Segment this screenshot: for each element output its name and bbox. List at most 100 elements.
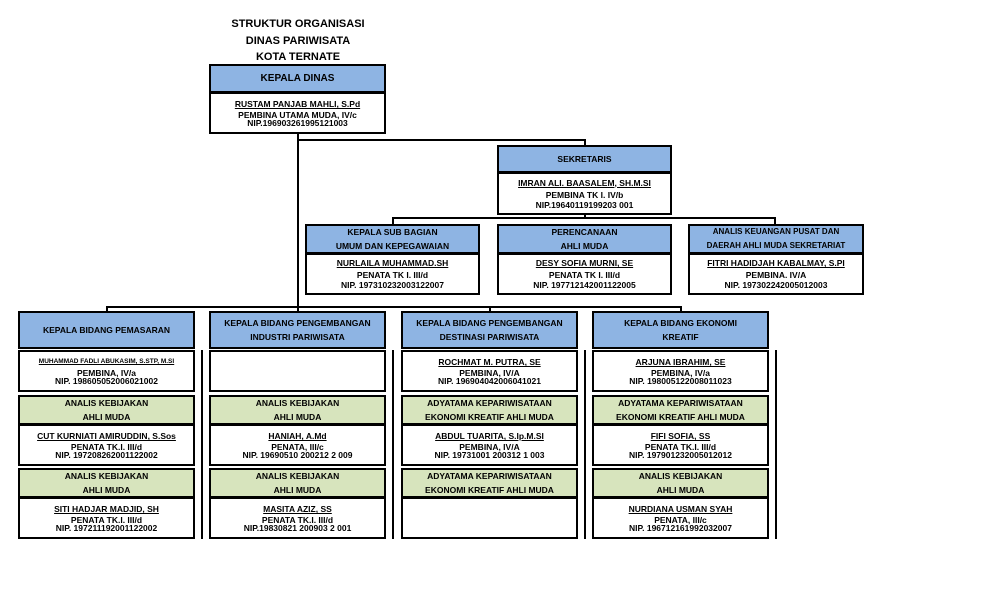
- kepala-dinas-rank: PEMBINA UTAMA MUDA, IV/c: [238, 110, 357, 120]
- bidang-ekonomi-title-1: KEPALA BIDANG EKONOMI: [624, 318, 737, 328]
- bidang-ekonomi-staff-1-name: FIFI SOFIA, SS: [650, 431, 711, 441]
- bidang-destinasi-staff-1-name: ABDUL TUARITA, S.Ip.M.SI: [435, 431, 544, 441]
- bidang-destinasi-fungsional-2-title-1: ADYATAMA KEPARIWISATAAN: [427, 471, 552, 481]
- bidang-industri-head-card: [209, 350, 386, 392]
- subbag-umum-card: NURLAILA MUHAMMAD.SH PENATA TK I. III/d …: [305, 253, 480, 295]
- bidang-ekonomi-fungsional-2: ANALIS KEBIJAKAN AHLI MUDA: [592, 468, 769, 498]
- bidang-pemasaran-fungsional-2-title-1: ANALIS KEBIJAKAN: [64, 471, 149, 481]
- subbag-umum-title-1: KEPALA SUB BAGIAN: [347, 227, 438, 237]
- bidang-pemasaran-staff-1-nip: NIP. 197208262001122002: [55, 450, 158, 460]
- bidang-pemasaran-staff-1: CUT KURNIATI AMIRUDDIN, S.Sos PENATA TK.…: [18, 424, 195, 466]
- bidang-industri-staff-1-rank: PENATA, III/c: [271, 442, 324, 452]
- bidang-ekonomi-staff-2-nip: NIP. 196712161992032007: [629, 523, 732, 533]
- bidang-ekonomi-title-2: KREATIF: [662, 332, 699, 342]
- connector-main-vertical: [297, 133, 299, 308]
- bidang-destinasi-head-nip: NIP. 196904042006041021: [438, 376, 541, 386]
- sekretaris-name: IMRAN ALI. BAASALEM, SH.M.SI: [518, 177, 651, 188]
- analis-keuangan-title-2: DAERAH AHLI MUDA SEKRETARIAT: [706, 241, 846, 250]
- connector-bidang-2: [297, 306, 299, 312]
- bidang-ekonomi-staff-1: FIFI SOFIA, SS PENATA TK.I. III/d NIP. 1…: [592, 424, 769, 466]
- sekretaris-header: SEKRETARIS: [497, 145, 672, 173]
- bracket-col-3: [584, 350, 586, 539]
- bidang-ekonomi-fungsional-2-title-1: ANALIS KEBIJAKAN: [638, 471, 723, 481]
- bidang-ekonomi-staff-2-rank: PENATA, III/c: [654, 515, 707, 525]
- bidang-pemasaran-fungsional-1: ANALIS KEBIJAKAN AHLI MUDA: [18, 395, 195, 425]
- bidang-pemasaran-staff-2: SITI HADJAR MADJID, SH PENATA TK.I. III/…: [18, 497, 195, 539]
- sekretaris-title: SEKRETARIS: [557, 154, 612, 164]
- connector-to-sekretaris: [297, 139, 585, 141]
- bidang-industri-title-1: KEPALA BIDANG PENGEMBANGAN: [224, 318, 371, 328]
- analis-keuangan-nip: NIP. 197302242005012003: [724, 280, 828, 290]
- bidang-ekonomi-fungsional-1-title-2: EKONOMI KREATIF AHLI MUDA: [616, 412, 745, 422]
- bidang-industri-title-2: INDUSTRI PARIWISATA: [250, 332, 345, 342]
- bidang-destinasi-staff-1-rank: PEMBINA, IV/A: [459, 442, 520, 452]
- bidang-pemasaran-fungsional-1-title-2: AHLI MUDA: [82, 412, 131, 422]
- connector-subbag-3: [774, 217, 776, 225]
- bidang-ekonomi-head-card: ARJUNA IBRAHIM, SE PEMBINA, IV/a NIP. 19…: [592, 350, 769, 392]
- bidang-ekonomi-staff-1-rank: PENATA TK.I. III/d: [644, 442, 717, 452]
- analis-keuangan-name: FITRI HADIDJAH KABALMAY, S.PI: [707, 258, 845, 268]
- bidang-industri-header: KEPALA BIDANG PENGEMBANGAN INDUSTRI PARI…: [209, 311, 386, 349]
- bidang-destinasi-head-rank: PEMBINA, IV/A: [459, 368, 520, 378]
- bidang-pemasaran-staff-1-name: CUT KURNIATI AMIRUDDIN, S.Sos: [37, 431, 176, 441]
- bidang-ekonomi-staff-2: NURDIANA USMAN SYAH PENATA, III/c NIP. 1…: [592, 497, 769, 539]
- bidang-industri-fungsional-2: ANALIS KEBIJAKAN AHLI MUDA: [209, 468, 386, 498]
- kepala-dinas-name: RUSTAM PANJAB MAHLI, S.Pd: [234, 99, 361, 109]
- bidang-industri-staff-1: HANIAH, A.Md PENATA, III/c NIP. 19690510…: [209, 424, 386, 466]
- bidang-industri-staff-2-nip: NIP.19830821 200903 2 001: [243, 523, 352, 533]
- bidang-pemasaran-staff-2-nip: NIP. 197211192001122002: [55, 523, 158, 533]
- subbag-umum-title-2: UMUM DAN KEPEGAWAIAN: [335, 241, 450, 251]
- chart-title-line-1: STRUKTUR ORGANISASI: [231, 18, 365, 30]
- bidang-ekonomi-staff-1-nip: NIP. 197901232005012012: [629, 450, 732, 460]
- connector-bidang-bar: [106, 306, 682, 308]
- analis-keuangan-header: ANALIS KEUANGAN PUSAT DAN DAERAH AHLI MU…: [688, 224, 864, 254]
- bidang-industri-fungsional-1: ANALIS KEBIJAKAN AHLI MUDA: [209, 395, 386, 425]
- bidang-pemasaran-fungsional-1-title-1: ANALIS KEBIJAKAN: [64, 398, 149, 408]
- perencanaan-title-2: AHLI MUDA: [560, 241, 609, 251]
- bidang-destinasi-fungsional-1-title-1: ADYATAMA KEPARIWISATAAN: [427, 398, 552, 408]
- bracket-col-2: [392, 350, 394, 539]
- analis-keuangan-card: FITRI HADIDJAH KABALMAY, S.PI PEMBINA. I…: [688, 253, 864, 295]
- bidang-industri-staff-1-nip: NIP. 19690510 200212 2 009: [242, 450, 353, 460]
- bidang-industri-staff-1-name: HANIAH, A.Md: [268, 431, 327, 441]
- perencanaan-header: PERENCANAAN AHLI MUDA: [497, 224, 672, 254]
- bidang-industri-staff-2: MASITA AZIZ, SS PENATA TK.I. III/d NIP.1…: [209, 497, 386, 539]
- bracket-col-1: [201, 350, 203, 539]
- bidang-destinasi-fungsional-2-title-2: EKONOMI KREATIF AHLI MUDA: [425, 485, 554, 495]
- connector-bidang-1: [106, 306, 108, 312]
- perencanaan-name: DESY SOFIA MURNI, SE: [535, 258, 634, 268]
- connector-sekretaris-down: [584, 214, 586, 218]
- bidang-ekonomi-header: KEPALA BIDANG EKONOMI KREATIF: [592, 311, 769, 349]
- bidang-destinasi-fungsional-1-title-2: EKONOMI KREATIF AHLI MUDA: [425, 412, 554, 422]
- connector-bidang-4: [680, 306, 682, 312]
- kepala-dinas-nip: NIP.196903261995121003: [247, 118, 348, 128]
- bidang-destinasi-head-card: ROCHMAT M. PUTRA, SE PEMBINA, IV/A NIP. …: [401, 350, 578, 392]
- bidang-pemasaran-head-name: MUHAMMAD FADLI ABUKASIM, S.STP, M.SI: [38, 358, 175, 365]
- bidang-pemasaran-fungsional-2-title-2: AHLI MUDA: [82, 485, 131, 495]
- bidang-destinasi-staff-1-nip: NIP. 19731001 200312 1 003: [434, 450, 545, 460]
- bidang-destinasi-staff-2: [401, 497, 578, 539]
- bidang-pemasaran-header: KEPALA BIDANG PEMASARAN: [18, 311, 195, 349]
- bidang-destinasi-title-2: DESTINASI PARIWISATA: [439, 332, 540, 342]
- analis-keuangan-title-1: ANALIS KEUANGAN PUSAT DAN: [712, 227, 840, 236]
- bidang-pemasaran-head-rank: PEMBINA, IV/a: [76, 368, 137, 378]
- bidang-pemasaran-title-1: KEPALA BIDANG PEMASARAN: [42, 325, 171, 335]
- bidang-destinasi-staff-1: ABDUL TUARITA, S.Ip.M.SI PEMBINA, IV/A N…: [401, 424, 578, 466]
- bidang-destinasi-fungsional-1: ADYATAMA KEPARIWISATAAN EKONOMI KREATIF …: [401, 395, 578, 425]
- bidang-pemasaran-head-card: MUHAMMAD FADLI ABUKASIM, S.STP, M.SI PEM…: [18, 350, 195, 392]
- subbag-umum-name: NURLAILA MUHAMMAD.SH: [336, 258, 449, 268]
- bidang-ekonomi-fungsional-1: ADYATAMA KEPARIWISATAAN EKONOMI KREATIF …: [592, 395, 769, 425]
- kepala-dinas-title: KEPALA DINAS: [260, 72, 335, 84]
- perencanaan-rank: PENATA TK I. III/d: [548, 270, 621, 280]
- connector-subbag-bar: [392, 217, 776, 219]
- bidang-pemasaran-fungsional-2: ANALIS KEBIJAKAN AHLI MUDA: [18, 468, 195, 498]
- bidang-ekonomi-head-nip: NIP. 198005122008011023: [629, 376, 732, 386]
- kepala-dinas-card: RUSTAM PANJAB MAHLI, S.Pd PEMBINA UTAMA …: [209, 92, 386, 134]
- subbag-umum-header: KEPALA SUB BAGIAN UMUM DAN KEPEGAWAIAN: [305, 224, 480, 254]
- chart-title-line-3: KOTA TERNATE: [255, 51, 341, 63]
- bidang-industri-fungsional-2-title-2: AHLI MUDA: [273, 485, 322, 495]
- perencanaan-card: DESY SOFIA MURNI, SE PENATA TK I. III/d …: [497, 253, 672, 295]
- bracket-col-4: [775, 350, 777, 539]
- bidang-industri-staff-2-rank: PENATA TK.I. III/d: [261, 515, 334, 525]
- sekretaris-card: IMRAN ALI. BAASALEM, SH.M.SI PEMBINA TK …: [497, 172, 672, 215]
